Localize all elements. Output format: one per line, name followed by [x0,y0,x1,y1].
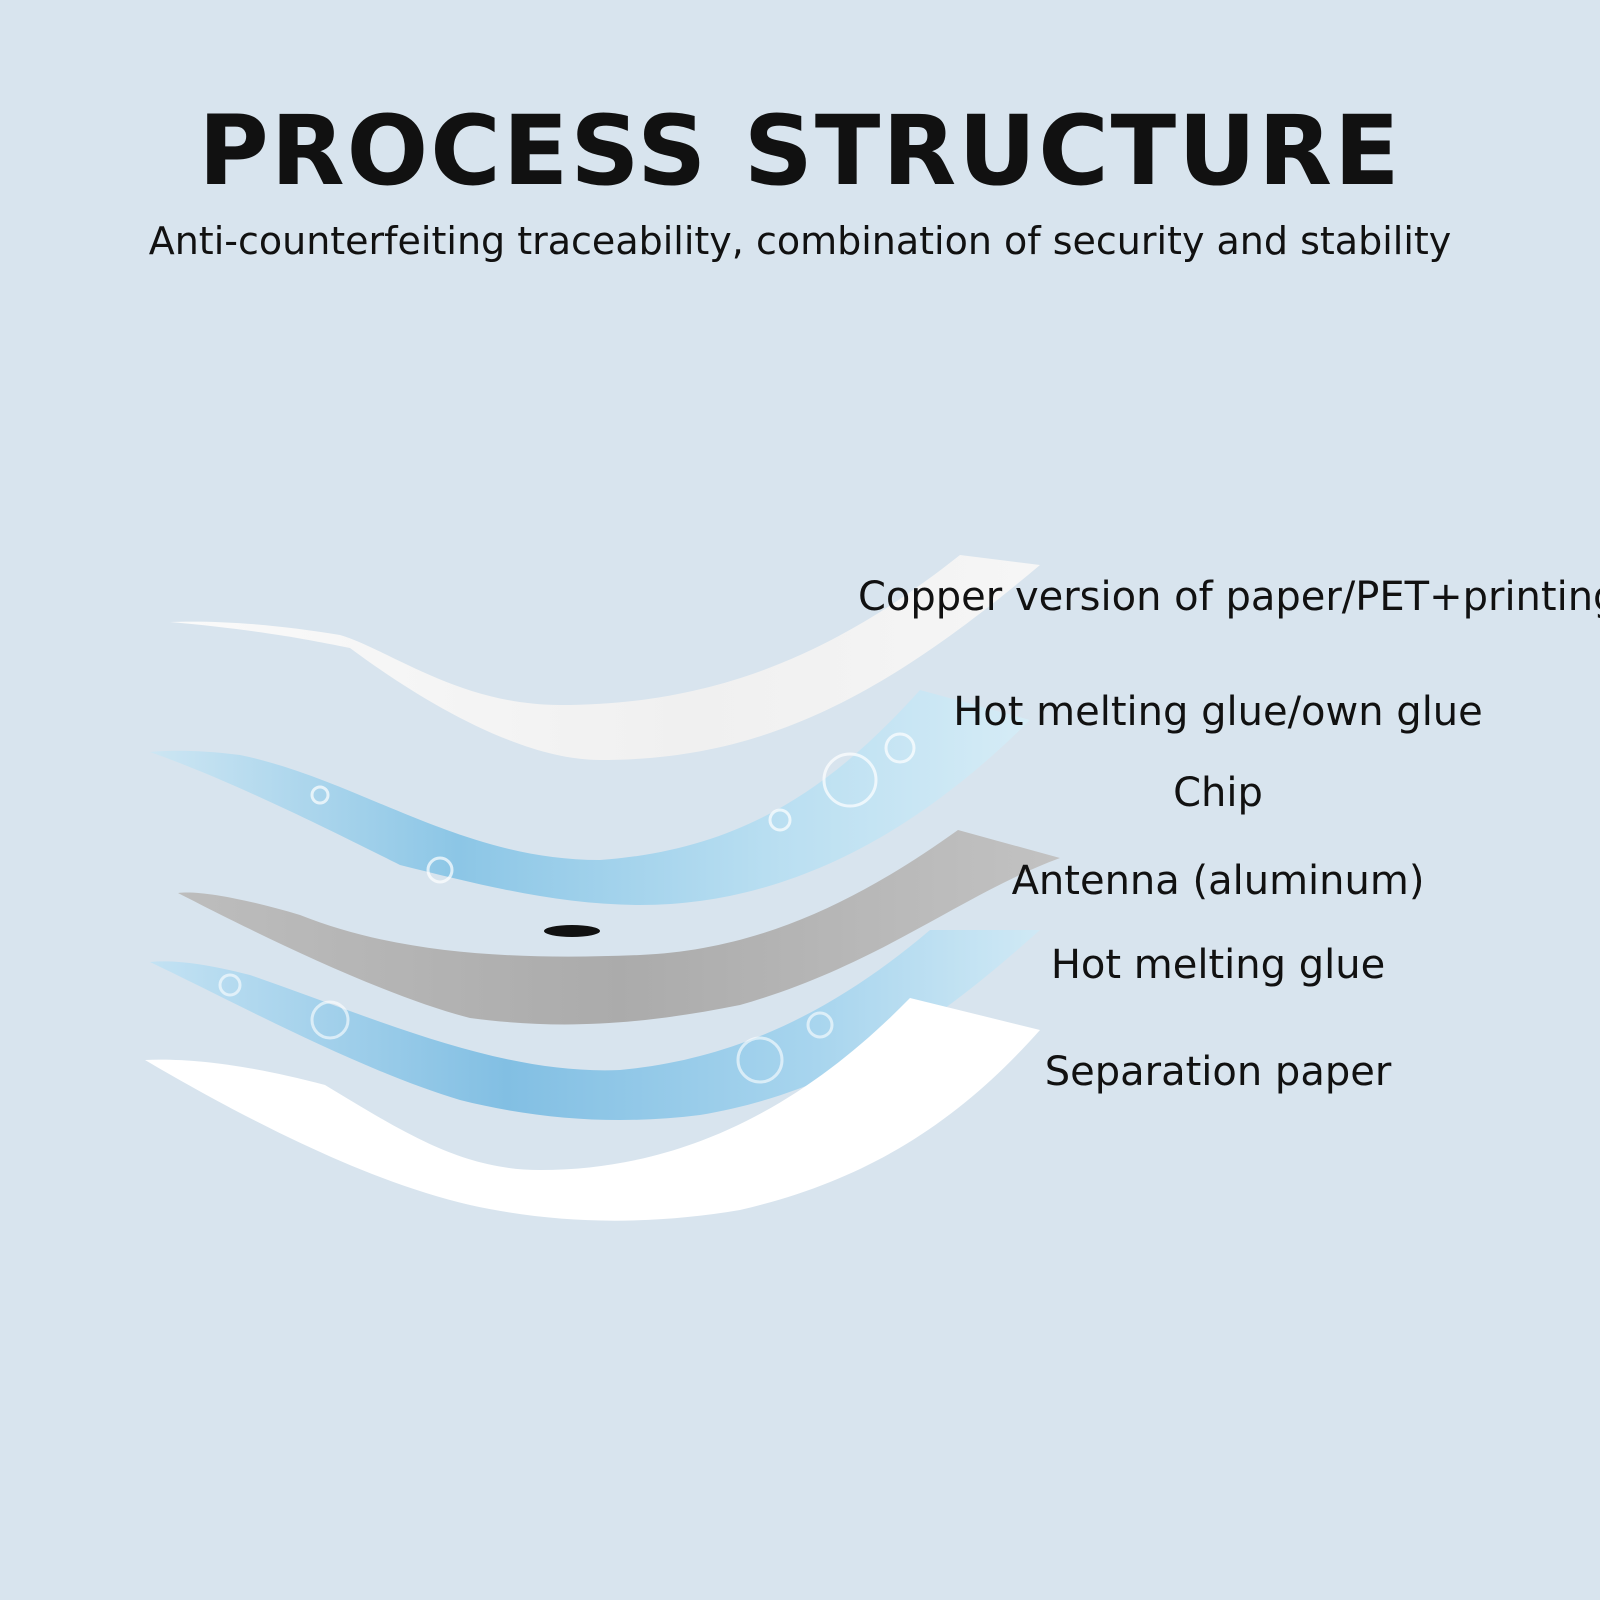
chip-icon [544,925,600,937]
layer-label-hot-melting-glue: Hot melting glue [1050,942,1386,988]
layer-antenna [178,830,1060,1025]
layer-label-hot-melting-own-glue: Hot melting glue/own glue [953,689,1483,735]
layer-label-chip: Chip [1173,770,1263,816]
layer-glue-top [150,690,1030,905]
page-title: PROCESS STRUCTURE [198,95,1402,207]
layer-label-copper-paper: Copper version of paper/PET+printing [858,574,1600,620]
bubble-texture-top [310,732,916,884]
page-subtitle: Anti-counterfeiting traceability, combin… [148,219,1452,263]
layer-label-separation-paper: Separation paper [1044,1049,1392,1095]
layer-separation-paper [145,998,1040,1221]
layer-paper-top [170,555,1040,760]
layer-glue-bottom [150,930,1040,1120]
layer-label-antenna: Antenna (aluminum) [1011,858,1425,904]
bubble-texture-bottom [218,973,834,1084]
